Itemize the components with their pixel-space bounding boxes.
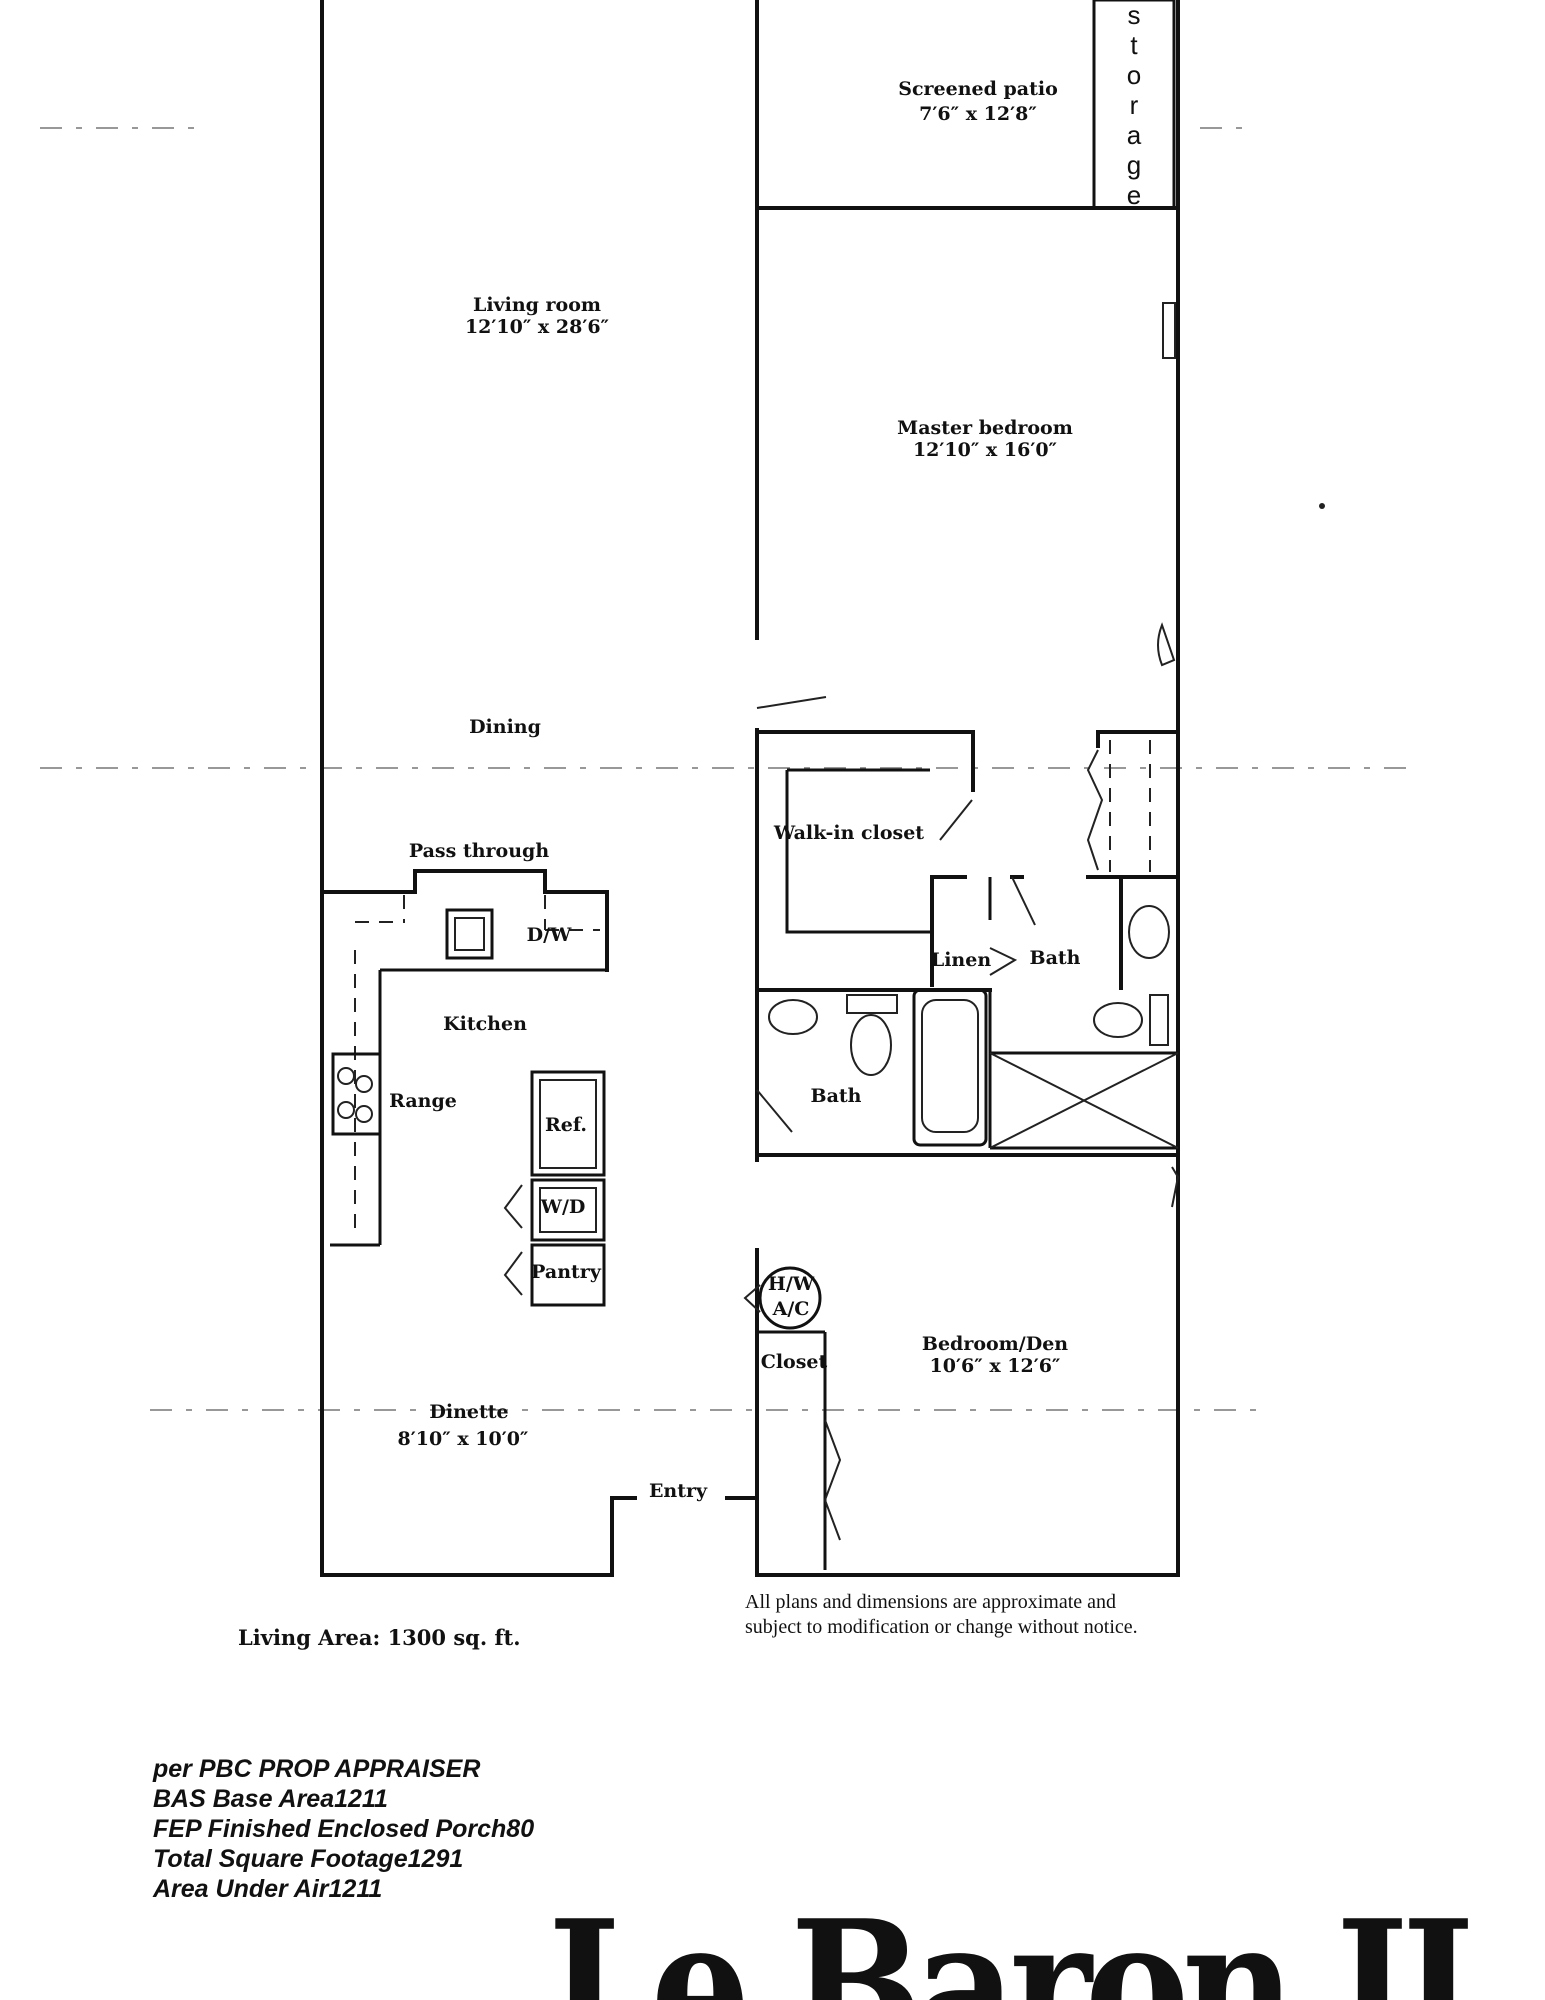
svg-text:t: t — [1130, 30, 1138, 60]
master-bedroom-label: Master bedroom — [897, 417, 1073, 439]
hall-bath-label: Bath — [811, 1085, 862, 1107]
master-bath-label: Bath — [1030, 947, 1081, 969]
svg-text:o: o — [1127, 60, 1141, 90]
storage-label: s t o r a g e — [1127, 0, 1142, 210]
svg-text:r: r — [1130, 90, 1139, 120]
dining-label: Dining — [469, 716, 541, 738]
master-bedroom-dims: 12′10″ x 16′0″ — [913, 439, 1058, 461]
svg-text:Total Square Footage1291: Total Square Footage1291 — [153, 1845, 463, 1873]
wd-label: W/D — [540, 1196, 586, 1218]
svg-text:e: e — [1127, 180, 1141, 210]
exterior-walls — [320, 0, 1180, 1577]
ac-label: A/C — [772, 1298, 810, 1320]
bedroom-den-dims: 10′6″ x 12′6″ — [930, 1355, 1061, 1377]
dw-label: D/W — [527, 924, 572, 946]
pass-through-label: Pass through — [409, 840, 549, 862]
living-area-label: Living Area: 1300 sq. ft. — [238, 1625, 521, 1650]
hw-label: H/W — [768, 1273, 815, 1295]
scan-marks — [1157, 302, 1325, 1208]
patio-walls — [755, 0, 1180, 210]
room-labels: Screened patio 7′6″ x 12′8″ Living room … — [389, 78, 1081, 1502]
kitchen-fixtures — [320, 869, 609, 1307]
appraiser-notes: per PBC PROP APPRAISER BAS Base Area1211… — [152, 1755, 534, 1903]
entry-label: Entry — [649, 1480, 708, 1502]
closet-label: Closet — [761, 1351, 828, 1373]
brand-title: Le Baron II — [548, 1881, 1469, 2000]
ref-label: Ref. — [545, 1114, 587, 1136]
linen-label: Linen — [931, 949, 991, 971]
svg-text:Area Under Air1211: Area Under Air1211 — [152, 1875, 382, 1903]
disclaimer-line-1: All plans and dimensions are approximate… — [745, 1591, 1116, 1613]
pantry-label: Pantry — [531, 1261, 602, 1283]
dinette-dims: 8′10″ x 10′0″ — [398, 1428, 529, 1450]
disclaimer-line-2: subject to modification or change withou… — [745, 1616, 1138, 1638]
svg-text:per PBC PROP APPRAISER: per PBC PROP APPRAISER — [152, 1755, 480, 1783]
svg-text:a: a — [1127, 120, 1142, 150]
dinette-label: Dinette — [429, 1401, 508, 1423]
screened-patio-dims: 7′6″ x 12′8″ — [919, 103, 1037, 125]
screened-patio-label: Screened patio — [898, 78, 1058, 100]
scan-fold-lines — [40, 127, 1420, 1411]
range-label: Range — [389, 1090, 457, 1112]
interior-walls — [743, 210, 1180, 1570]
svg-text:s: s — [1128, 0, 1141, 30]
walk-in-closet-label: Walk-in closet — [773, 822, 924, 844]
svg-text:BAS Base Area1211: BAS Base Area1211 — [153, 1785, 388, 1813]
kitchen-label: Kitchen — [443, 1013, 527, 1035]
living-room-label: Living room — [473, 294, 601, 316]
living-room-dims: 12′10″ x 28′6″ — [465, 316, 610, 338]
bedroom-den-label: Bedroom/Den — [922, 1333, 1068, 1355]
svg-text:g: g — [1127, 150, 1141, 180]
svg-text:FEP Finished Enclosed Porch80: FEP Finished Enclosed Porch80 — [153, 1815, 534, 1843]
